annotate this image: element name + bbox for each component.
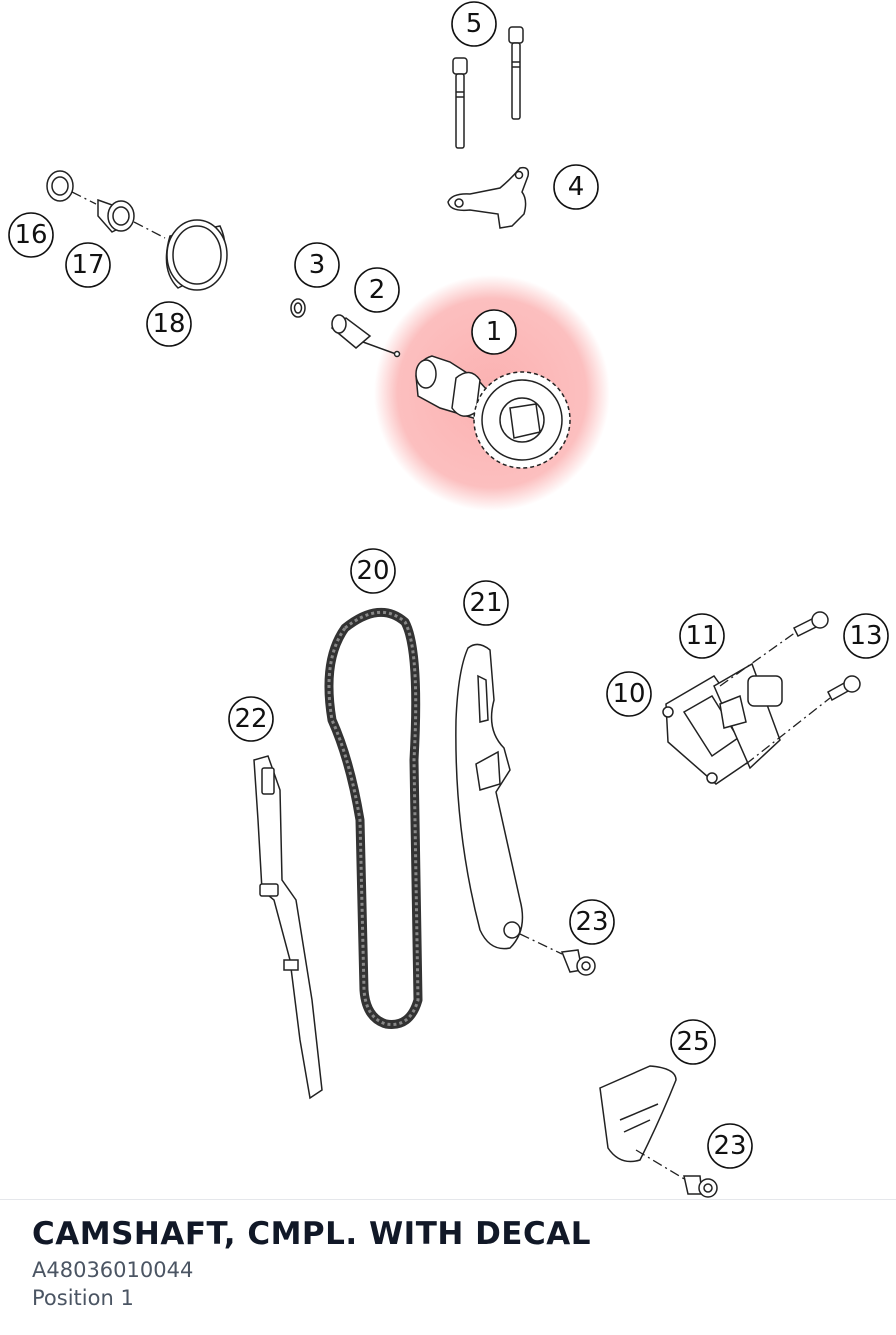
part-1-camshaft[interactable] [415,355,571,469]
exploded-parts-diagram: 1 2 3 4 5 10 11 13 16 17 18 20 21 22 23 … [8,1,889,1198]
svg-text:21: 21 [469,588,502,618]
svg-text:16: 16 [14,220,47,250]
callout-17[interactable]: 17 [65,242,111,288]
svg-text:18: 18 [152,309,185,339]
svg-text:10: 10 [612,679,645,709]
part-13-bolt-lower[interactable] [827,675,861,702]
part-11-tensioner[interactable] [713,662,783,770]
part-20-chain[interactable] [324,607,423,1029]
part-number: A48036010044 [32,1258,194,1282]
callout-21[interactable]: 21 [463,580,509,626]
callout-20[interactable]: 20 [350,548,396,594]
callout-3[interactable]: 3 [294,242,340,288]
part-25-cover[interactable] [599,1065,677,1163]
svg-text:13: 13 [849,621,882,651]
part-23-bolt-upper[interactable] [560,949,596,976]
part-22-guide-rail[interactable] [253,755,323,1100]
svg-text:3: 3 [309,250,326,280]
svg-text:25: 25 [676,1027,709,1057]
svg-text:23: 23 [575,907,608,937]
part-21-tensioner-rail[interactable] [455,643,524,950]
svg-text:1: 1 [486,317,503,347]
callout-10[interactable]: 10 [606,671,652,717]
part-10-gasket[interactable] [662,675,768,785]
callout-13[interactable]: 13 [843,613,889,659]
part-title: CAMSHAFT, CMPL. WITH DECAL [32,1216,591,1252]
callout-18[interactable]: 18 [146,301,192,347]
part-4-bracket[interactable] [447,166,530,229]
part-16-seal[interactable] [46,170,74,202]
part-17-bearing[interactable] [97,198,135,233]
callout-4[interactable]: 4 [553,164,599,210]
divider [0,1199,896,1200]
callout-11[interactable]: 11 [679,613,725,659]
callout-23-upper[interactable]: 23 [569,899,615,945]
part-13-bolt-upper[interactable] [792,611,829,638]
callout-2[interactable]: 2 [354,267,400,313]
part-23-bolt-lower[interactable] [683,1175,718,1198]
svg-text:22: 22 [234,704,267,734]
svg-text:2: 2 [369,275,386,305]
part-3-ring[interactable] [290,298,306,318]
part-position: Position 1 [32,1286,134,1310]
callout-23-lower[interactable]: 23 [707,1123,753,1169]
part-18-ring[interactable] [165,219,228,291]
svg-text:17: 17 [71,250,104,280]
svg-text:20: 20 [356,556,389,586]
callout-5[interactable]: 5 [451,1,497,47]
callout-16[interactable]: 16 [8,212,54,258]
callout-1[interactable]: 1 [471,309,517,355]
callout-22[interactable]: 22 [228,696,274,742]
part-5-bolts[interactable] [452,26,524,149]
part-2-decompressor[interactable] [330,314,401,358]
callout-25[interactable]: 25 [670,1019,716,1065]
svg-text:23: 23 [713,1131,746,1161]
selected-part-info: CAMSHAFT, CMPL. WITH DECAL A48036010044 … [32,1212,876,1312]
svg-text:11: 11 [685,621,718,651]
svg-text:5: 5 [466,9,483,39]
svg-text:4: 4 [568,172,585,202]
